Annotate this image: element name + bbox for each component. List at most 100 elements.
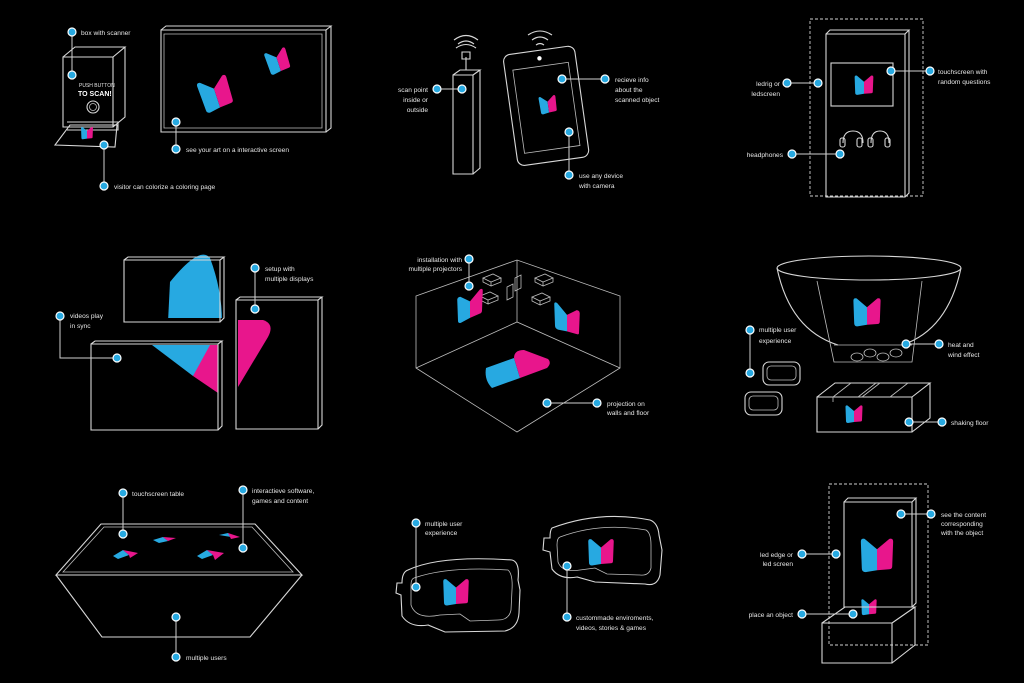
vr-headset-icon (744, 361, 801, 416)
callout-dot[interactable] (99, 181, 109, 191)
callout-dot[interactable] (250, 263, 260, 273)
headphones-label: headphones (747, 152, 784, 159)
callout-dot[interactable] (562, 612, 572, 622)
callout-dot[interactable] (797, 549, 807, 559)
content-label-3: with the object (940, 530, 983, 537)
callout-dot[interactable] (171, 144, 181, 154)
callout-dot[interactable] (831, 549, 841, 559)
callout-dot[interactable] (926, 509, 936, 519)
projector-icon (479, 273, 554, 306)
callout-dot[interactable] (171, 612, 181, 622)
callout-dot[interactable] (238, 485, 248, 495)
callout-dot[interactable] (901, 339, 911, 349)
callout-dot[interactable] (464, 254, 474, 264)
callout-dot[interactable] (896, 509, 906, 519)
callout-dot[interactable] (250, 304, 260, 314)
callout-dot[interactable] (432, 84, 442, 94)
callout-dot[interactable] (411, 582, 421, 592)
callout-dot[interactable] (67, 70, 77, 80)
vr-headset-icon (395, 558, 521, 633)
custom-label-1: custommade enviroments, (576, 615, 653, 622)
projectors-label-1: installation with (417, 257, 462, 264)
led-edge-label-1: led edge or (760, 552, 794, 559)
panel-table: touchscreen table interactieve software,… (54, 485, 314, 662)
content-label-1: see the content (941, 512, 986, 519)
panel-displays: videos play in sync setup with multiple … (55, 254, 324, 431)
callout-dot[interactable] (542, 398, 552, 408)
callout-dot[interactable] (411, 518, 421, 528)
callout-dot[interactable] (118, 488, 128, 498)
touchscreen-label-2: random questions (938, 79, 991, 86)
setup-label-2: multiple displays (265, 276, 314, 283)
box-with-scanner-label: box with scanner (81, 30, 131, 37)
callout-dot[interactable] (118, 529, 128, 539)
callout-dot[interactable] (464, 281, 474, 291)
scan-point-label-2: inside or (403, 97, 429, 104)
callout-dot[interactable] (592, 398, 602, 408)
callout-dot[interactable] (457, 84, 467, 94)
callout-dot[interactable] (745, 368, 755, 378)
tablet (503, 45, 590, 166)
projectors-label-2: multiple projectors (408, 266, 462, 273)
receive-info-label-3: scanned object (615, 97, 660, 104)
any-device-label-1: use any device (579, 173, 623, 180)
callout-dot[interactable] (99, 140, 109, 150)
wifi-signal-icon (527, 30, 553, 46)
callout-dot[interactable] (745, 325, 755, 335)
callout-dot[interactable] (238, 543, 248, 553)
receive-info-label-2: about the (615, 87, 643, 94)
callout-dot[interactable] (600, 74, 610, 84)
callout-dot[interactable] (67, 27, 77, 37)
callout-dot[interactable] (787, 149, 797, 159)
heat-label-1: heat and (948, 342, 974, 349)
led-label-1: ledrig or (756, 81, 781, 88)
wifi-signal-icon (453, 34, 479, 49)
setup-label-1: setup with (265, 266, 295, 273)
software-label-1: interactieve software, (252, 488, 314, 495)
coloring-page (53, 124, 118, 148)
callout-dot[interactable] (782, 78, 792, 88)
callout-dot[interactable] (171, 117, 181, 127)
callout-dot[interactable] (171, 652, 181, 662)
book-logo-icon (860, 538, 894, 573)
callout-dot[interactable] (564, 127, 574, 137)
dome-users-label-1: multiple user (759, 327, 797, 334)
scan-point-label-3: outside (407, 107, 429, 114)
book-logo-icon (196, 74, 236, 114)
scan-pillar (452, 34, 482, 175)
callout-dot[interactable] (797, 609, 807, 619)
callout-dot[interactable] (934, 339, 944, 349)
callout-dot[interactable] (925, 66, 935, 76)
callout-dot[interactable] (835, 149, 845, 159)
book-logo-icon (853, 298, 881, 327)
touchscreen-table-label: touchscreen table (132, 491, 184, 498)
push-button-small-text: PUSH BUTTON (79, 83, 115, 89)
kiosk-touchscreen[interactable] (830, 62, 894, 107)
scan-button-icon[interactable] (86, 100, 100, 114)
callout-dot[interactable] (564, 170, 574, 180)
callout-dot[interactable] (848, 609, 858, 619)
panel-showcase: see the content corresponding with the o… (749, 483, 986, 664)
vr-headset-icon (542, 515, 663, 586)
callout-dot[interactable] (904, 417, 914, 427)
fan-row (850, 348, 903, 362)
book-logo-icon (554, 301, 580, 338)
software-label-2: games and content (252, 498, 308, 505)
headphones-icon (839, 130, 864, 148)
callout-dot[interactable] (55, 311, 65, 321)
panel-kiosk: ledrig or ledscreen touchscreen with ran… (747, 18, 991, 198)
callout-dot[interactable] (937, 417, 947, 427)
callout-dot[interactable] (562, 561, 572, 571)
receive-info-label-1: recieve info (615, 77, 649, 84)
callout-dot[interactable] (112, 353, 122, 363)
interactive-screen-label: see your art on a interactive screen (186, 147, 289, 154)
vr-users-label-1: multiple user (425, 521, 463, 528)
content-label-2: corresponding (941, 521, 983, 528)
sync-label-1: videos play (70, 313, 104, 320)
callout-dot[interactable] (886, 66, 896, 76)
shaking-floor-label: shaking floor (951, 420, 989, 427)
dome-users-label-2: experience (759, 338, 792, 345)
callout-dot[interactable] (557, 74, 567, 84)
callout-dot[interactable] (813, 78, 823, 88)
